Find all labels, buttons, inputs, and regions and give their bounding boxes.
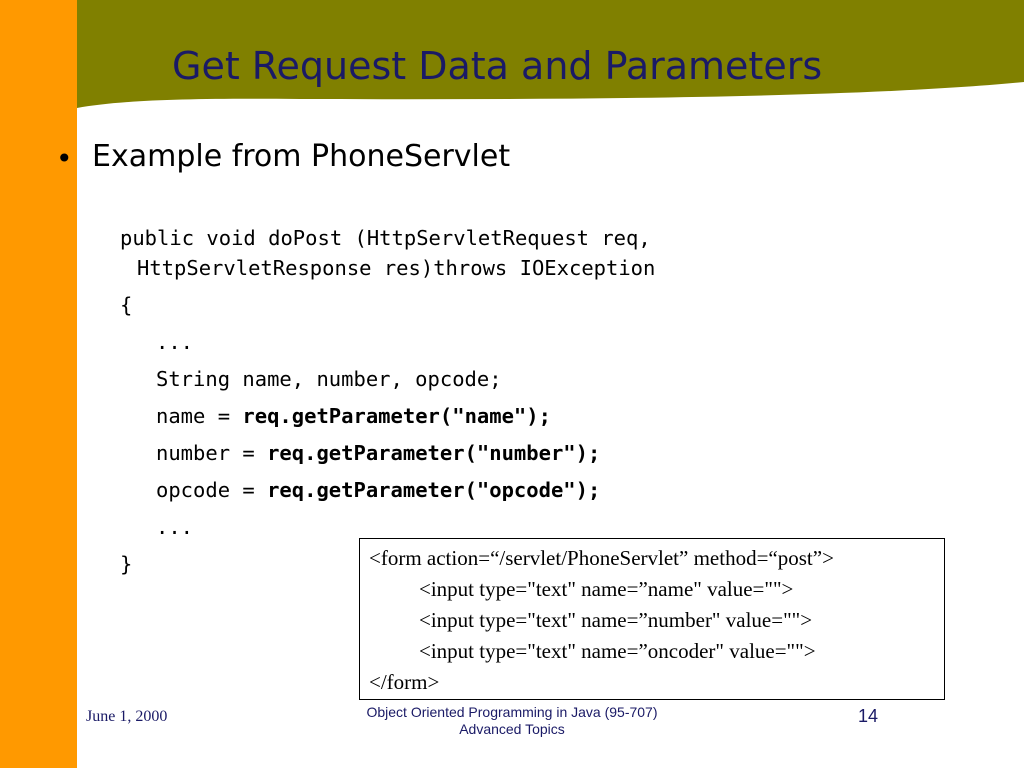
footer-course-line: Advanced Topics (459, 721, 565, 737)
code-line: public void doPost (HttpServletRequest r… (120, 226, 651, 250)
header-band (77, 0, 1024, 108)
code-line: name = req.getParameter("name"); (156, 403, 551, 429)
code-line: { (120, 293, 133, 317)
footer-course: Object Oriented Programming in Java (95-… (312, 704, 712, 738)
form-line: <input type="text" name=”number" value="… (419, 608, 813, 632)
page-number: 14 (858, 706, 879, 726)
code-text: opcode = (156, 478, 268, 502)
code-call: req.getParameter("number"); (267, 441, 601, 465)
bullet-text: Example from PhoneServlet (92, 139, 511, 174)
bullet-icon: • (56, 142, 73, 175)
code-line: } (120, 552, 133, 576)
form-line: </form> (369, 670, 440, 694)
left-accent-bar (0, 0, 77, 768)
code-line: opcode = req.getParameter("opcode"); (156, 477, 600, 503)
form-line: <input type="text" name=”oncoder" value=… (419, 639, 816, 663)
form-line: <input type="text" name=”name" value=""> (419, 577, 794, 601)
form-line: <form action=“/servlet/PhoneServlet” met… (369, 546, 834, 570)
slide-title: Get Request Data and Parameters (172, 44, 823, 88)
footer-course-line: Object Oriented Programming in Java (95-… (366, 704, 658, 720)
code-text: name = (156, 404, 243, 428)
code-line: number = req.getParameter("number"); (156, 440, 600, 466)
code-line: ... (156, 330, 194, 354)
html-form-box: <form action=“/servlet/PhoneServlet” met… (359, 538, 945, 700)
code-text: number = (156, 441, 268, 465)
code-line: ... (156, 515, 194, 539)
code-call: req.getParameter("name"); (242, 404, 551, 428)
code-call: req.getParameter("opcode"); (267, 478, 601, 502)
code-line: HttpServletResponse res)throws IOExcepti… (137, 256, 656, 280)
footer-date: June 1, 2000 (86, 708, 168, 725)
code-line: String name, number, opcode; (156, 367, 502, 391)
